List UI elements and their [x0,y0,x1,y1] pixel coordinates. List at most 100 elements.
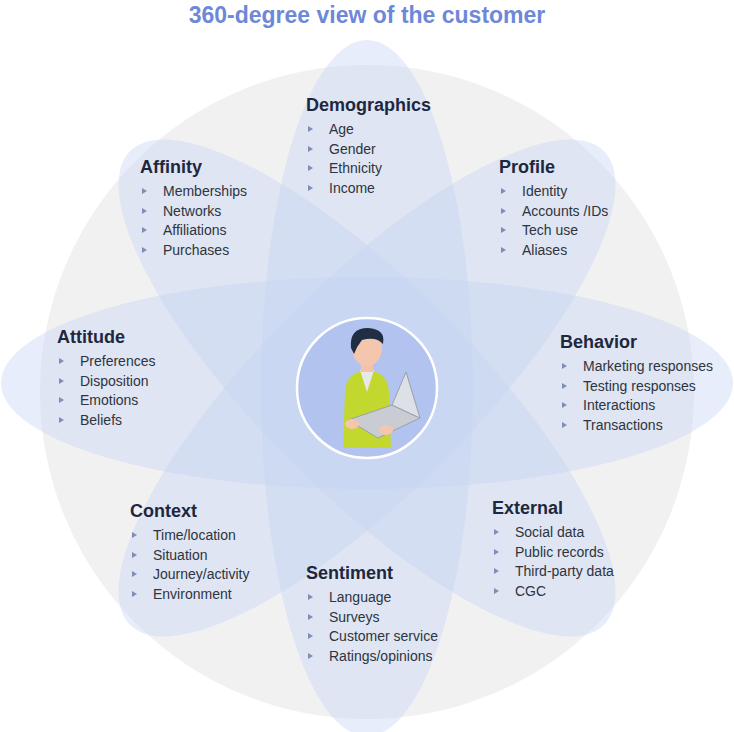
item-text: Language [329,589,391,605]
category-petal: BehaviorMarketing responsesTesting respo… [560,331,713,435]
petals [1,40,733,732]
item-text: Purchases [163,242,229,258]
item-text: Public records [515,544,604,560]
heading-text: Attitude [57,327,125,347]
bullet-marker [308,633,313,639]
category-item: Purchases [140,241,247,261]
category-item: Ratings/opinions [306,647,438,667]
item-text: Journey/activity [153,566,249,582]
bullet-marker [501,247,506,253]
bullet-marker [494,549,499,555]
item-text: Testing responses [583,378,696,394]
person-illustration [343,328,420,448]
item-text: Aliases [522,242,567,258]
category-item: Income [306,179,431,199]
category-item: Memberships [140,182,247,202]
heading-text: Sentiment [306,563,393,583]
item-text: Age [329,121,354,137]
category-item: Language [306,588,438,608]
category-item: Networks [140,202,247,222]
bullet-marker [308,594,313,600]
center-circle [297,318,437,458]
category-item: CGC [492,582,614,602]
bullet-marker [308,146,313,152]
diagram-title: 360-degree view of the customer [0,2,734,29]
item-text: Tech use [522,222,578,238]
item-text: Ratings/opinions [329,648,433,664]
category-item: Identity [499,182,608,202]
category-petal: ExternalSocial dataPublic recordsThird-p… [492,497,614,601]
item-text: Third-party data [515,563,614,579]
heading-text: Profile [499,157,555,177]
item-text: Situation [153,547,207,563]
item-text: Accounts /IDs [522,203,608,219]
category-heading: Context [130,500,249,522]
category-item: Journey/activity [130,565,249,585]
bullet-marker [59,358,64,364]
bullet-marker [562,363,567,369]
item-text: Preferences [80,353,155,369]
category-item: Environment [130,585,249,605]
category-petal: SentimentLanguageSurveysCustomer service… [306,562,438,666]
item-text: Income [329,180,375,196]
category-petal: ContextTime/locationSituationJourney/act… [130,500,249,604]
category-heading: Affinity [140,156,247,178]
category-item: Affiliations [140,221,247,241]
item-text: Surveys [329,609,380,625]
category-item: Time/location [130,526,249,546]
bullet-marker [562,422,567,428]
category-item: Marketing responses [560,357,713,377]
item-text: Disposition [80,373,148,389]
heading-text: External [492,498,563,518]
bullet-marker [562,402,567,408]
heading-text: Context [130,501,197,521]
category-heading: External [492,497,614,519]
bullet-marker [132,532,137,538]
bullet-marker [142,227,147,233]
category-item: Interactions [560,396,713,416]
bullet-marker [501,188,506,194]
category-item: Emotions [57,391,155,411]
bullet-marker [494,568,499,574]
category-item: Transactions [560,416,713,436]
heading-text: Affinity [140,157,202,177]
category-item: Public records [492,543,614,563]
category-item: Accounts /IDs [499,202,608,222]
category-item: Tech use [499,221,608,241]
bullet-marker [308,614,313,620]
category-heading: Behavior [560,331,713,353]
item-text: Transactions [583,417,663,433]
category-item: Ethnicity [306,159,431,179]
category-heading: Demographics [306,94,431,116]
bullet-marker [59,417,64,423]
bullet-marker [308,165,313,171]
item-text: Identity [522,183,567,199]
category-petal: DemographicsAgeGenderEthnicityIncome [306,94,431,198]
category-item: Gender [306,140,431,160]
item-text: CGC [515,583,546,599]
heading-text: Demographics [306,95,431,115]
category-heading: Attitude [57,326,155,348]
category-petal: AttitudePreferencesDispositionEmotionsBe… [57,326,155,430]
bullet-marker [501,208,506,214]
item-text: Customer service [329,628,438,644]
item-text: Affiliations [163,222,227,238]
item-text: Ethnicity [329,160,382,176]
bullet-marker [494,588,499,594]
bullet-marker [562,383,567,389]
item-text: Memberships [163,183,247,199]
heading-text: Behavior [560,332,637,352]
item-text: Time/location [153,527,236,543]
item-text: Environment [153,586,232,602]
category-petal: AffinityMembershipsNetworksAffiliationsP… [140,156,247,260]
item-text: Interactions [583,397,655,413]
category-item: Preferences [57,352,155,372]
category-heading: Sentiment [306,562,438,584]
bullet-marker [132,591,137,597]
item-text: Social data [515,524,584,540]
item-text: Emotions [80,392,138,408]
bullet-marker [132,571,137,577]
category-item: Age [306,120,431,140]
bullet-marker [59,378,64,384]
